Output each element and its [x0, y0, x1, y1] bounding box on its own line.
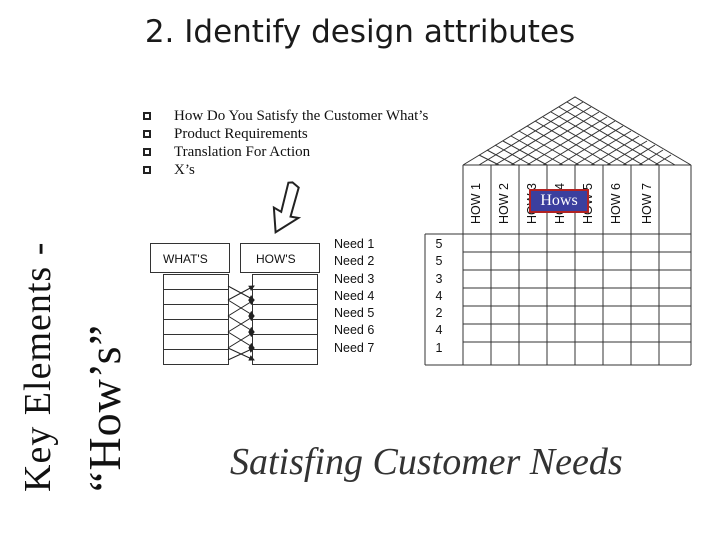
- how-column-label: HOW 6: [609, 183, 623, 224]
- need-weight: 5: [435, 254, 443, 269]
- bullet-item: Translation For Action: [143, 143, 428, 161]
- need-label: Need 2: [334, 254, 375, 269]
- need-weight: 4: [435, 323, 443, 338]
- need-weights: 5 5 3 4 2 4 1: [433, 236, 445, 357]
- down-arrow-icon: [272, 181, 302, 234]
- need-weight: 4: [435, 288, 443, 303]
- whats-box: [150, 243, 230, 273]
- need-weight: 5: [435, 237, 443, 251]
- need-label: Need 1: [334, 237, 375, 251]
- hows-label: HOW'S: [256, 252, 296, 266]
- need-label: Need 3: [334, 271, 375, 286]
- needs-list: Need 1 Need 2 Need 3 Need 4 Need 5 Need …: [334, 236, 374, 357]
- bullet-square-icon: [143, 166, 151, 174]
- roof-correlation-matrix: [462, 96, 692, 166]
- bullet-square-icon: [143, 112, 151, 120]
- how-column-label: HOW 1: [469, 183, 483, 224]
- need-weight: 3: [435, 271, 443, 286]
- need-weight: 2: [435, 306, 443, 321]
- page-title: 2. Identify design attributes: [144, 14, 576, 50]
- need-label: Need 6: [334, 323, 375, 338]
- hows-badge: Hows: [529, 189, 589, 213]
- footer-caption: Satisfing Customer Needs: [230, 441, 623, 483]
- mapping-arrows: [227, 285, 255, 361]
- bullet-square-icon: [143, 130, 151, 138]
- how-column-label: HOW 7: [640, 183, 654, 224]
- hows-box: [240, 243, 320, 273]
- bullet-item: How Do You Satisfy the Customer What’s: [143, 107, 428, 125]
- bullet-square-icon: [143, 148, 151, 156]
- bullet-item: Product Requirements: [143, 125, 428, 143]
- whats-label: WHAT'S: [163, 252, 208, 266]
- how-columns: [462, 165, 692, 365]
- need-label: Need 4: [334, 288, 375, 303]
- whats-table: [163, 274, 229, 365]
- bullet-item: X’s: [143, 161, 428, 179]
- how-column-label: HOW 2: [497, 183, 511, 224]
- relationship-grid: [424, 233, 691, 366]
- need-label: Need 7: [334, 340, 375, 355]
- need-weight: 1: [435, 340, 443, 355]
- bullet-list: How Do You Satisfy the Customer What’s P…: [143, 107, 428, 179]
- need-label: Need 5: [334, 306, 375, 321]
